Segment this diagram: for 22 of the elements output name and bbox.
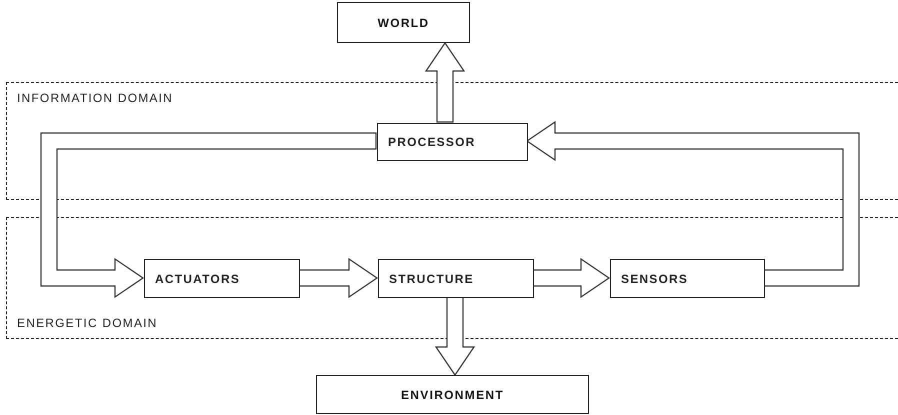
block-arrow — [424, 42, 466, 123]
block-box — [378, 259, 534, 298]
block-label: STRUCTURE — [389, 272, 474, 286]
block-arrow — [298, 258, 378, 298]
block-arrow — [526, 120, 860, 287]
block-label: ACTUATORS — [155, 272, 240, 286]
block-box — [610, 259, 765, 298]
domain-region — [6, 217, 898, 339]
block-label: WORLD — [378, 16, 430, 30]
block-box — [337, 2, 470, 43]
domain-region — [6, 82, 898, 200]
domain-label: ENERGETIC DOMAIN — [17, 316, 158, 330]
block-label: SENSORS — [621, 272, 688, 286]
block-arrow — [40, 132, 377, 298]
block-label: ENVIRONMENT — [401, 388, 504, 402]
block-box — [144, 259, 300, 298]
block-box — [377, 123, 528, 161]
block-box — [316, 375, 589, 414]
block-arrow — [434, 296, 476, 376]
block-arrow — [532, 258, 610, 298]
domain-label: INFORMATION DOMAIN — [17, 91, 174, 105]
block-label: PROCESSOR — [388, 135, 476, 149]
